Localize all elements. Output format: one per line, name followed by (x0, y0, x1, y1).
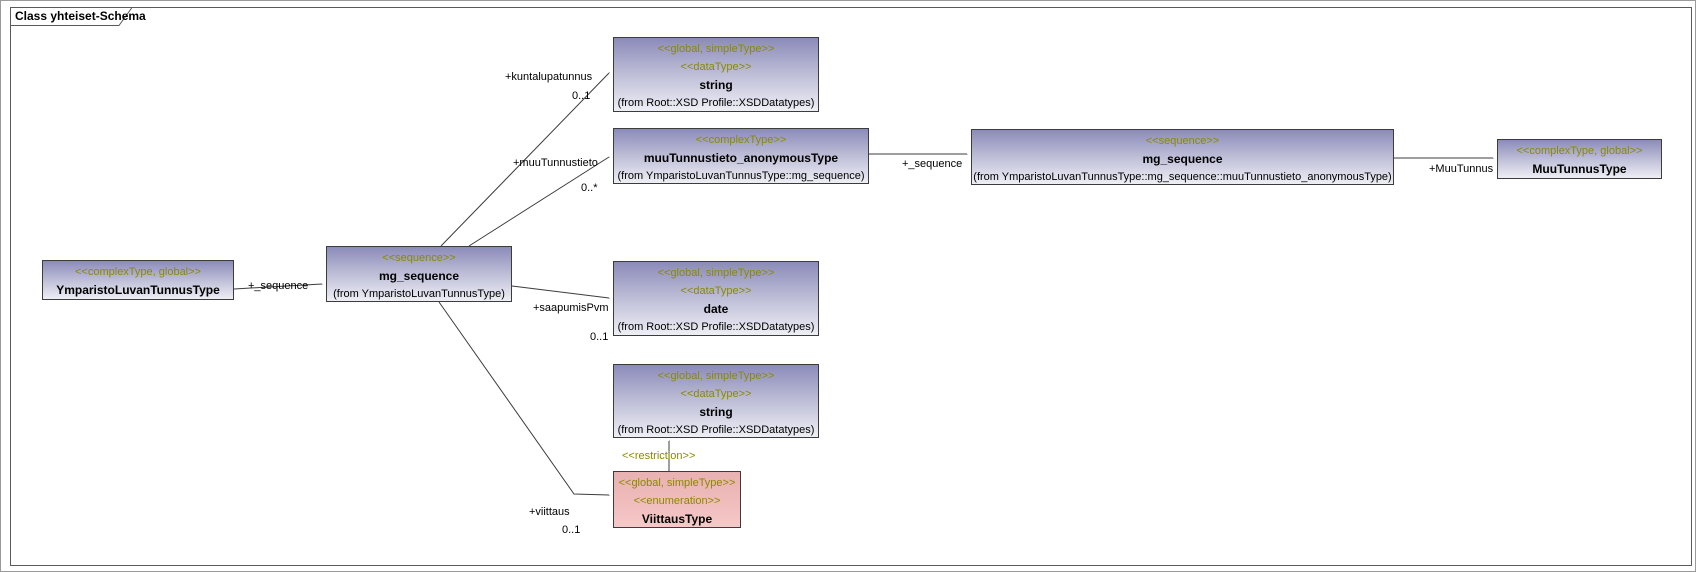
association-ymparisto-to-mgsequence[interactable] (233, 284, 322, 289)
stereotype-label: <<sequence>> (382, 252, 456, 264)
stereotype-label: <<sequence>> (1145, 135, 1220, 147)
from-package-label: (from Root::XSD Profile::XSDDatatypes) (617, 424, 815, 436)
stereotype-label: <<global, simpleType>> (657, 43, 775, 55)
multiplicity-label-muutunnustieto: 0..* (581, 182, 598, 194)
from-package-label: (from Root::XSD Profile::XSDDatatypes) (617, 97, 815, 109)
frame-title: Class yhteiset-Schema (15, 9, 146, 23)
role-label-kuntalupatunnus: +kuntalupatunnus (505, 71, 593, 83)
from-package-label: (from YmparistoLuvanTunnusType::mg_seque… (973, 171, 1392, 183)
role-label-muutunnus: +MuuTunnus (1429, 163, 1494, 175)
role-label-sequence-left: +_sequence (248, 280, 309, 292)
frame-title-tab (10, 7, 133, 26)
from-package-label: (from YmparistoLuvanTunnusType::mg_seque… (617, 170, 865, 182)
class-box-string-top[interactable]: <<global, simpleType>> <<dataType>> stri… (613, 37, 819, 112)
stereotype-label: <<complexType, global>> (75, 266, 201, 278)
class-box-viittaustype[interactable]: <<global, simpleType>> <<enumeration>> V… (613, 471, 741, 528)
association-saapumispvm[interactable] (511, 285, 609, 298)
stereotype-label: <<complexType, global>> (1516, 145, 1643, 157)
from-package-label: (from YmparistoLuvanTunnusType) (333, 288, 505, 300)
class-name-label: ViittausType (641, 512, 713, 526)
class-name-label: date (703, 302, 729, 316)
class-box-mg-sequence-main[interactable]: <<sequence>> mg_sequence (from Ymparisto… (326, 246, 512, 302)
class-name-label: YmparistoLuvanTunnusType (56, 283, 220, 297)
stereotype-label: <<global, simpleType>> (657, 370, 775, 382)
stereotype-label: <<dataType>> (680, 388, 752, 400)
multiplicity-label-saapumispvm: 0..1 (590, 331, 609, 343)
role-label-sequence-right: +_sequence (902, 158, 963, 170)
association-kuntalupatunnus[interactable] (440, 73, 609, 247)
multiplicity-label-kuntalupatunnus: 0..1 (572, 90, 591, 102)
stereotype-label: <<global, simpleType>> (618, 477, 736, 489)
association-viittaus[interactable] (438, 301, 609, 495)
class-name-label: MuuTunnusType (1532, 162, 1627, 176)
class-box-muutunnustieto-anonymoustype[interactable]: <<complexType>> muuTunnustieto_anonymous… (613, 128, 869, 184)
role-label-viittaus: +viittaus (529, 506, 570, 518)
class-name-label: muuTunnustieto_anonymousType (643, 151, 839, 165)
class-box-ymparistoluvantunnustype[interactable]: <<complexType, global>> YmparistoLuvanTu… (42, 260, 234, 300)
association-muutunnustieto[interactable] (468, 157, 609, 247)
stereotype-label-restriction: <<restriction>> (622, 450, 696, 462)
stereotype-label: <<complexType>> (695, 134, 787, 146)
role-label-muutunnustieto: +muuTunnustieto (513, 157, 598, 169)
from-package-label: (from Root::XSD Profile::XSDDatatypes) (617, 321, 815, 333)
multiplicity-label-viittaus: 0..1 (562, 524, 581, 536)
class-box-muutunnustype[interactable]: <<complexType, global>> MuuTunnusType (1497, 139, 1662, 179)
diagram-frame-border (10, 7, 1692, 566)
class-box-string-bottom[interactable]: <<global, simpleType>> <<dataType>> stri… (613, 364, 819, 438)
class-name-label: mg_sequence (378, 269, 460, 283)
class-box-date[interactable]: <<global, simpleType>> <<dataType>> date… (613, 261, 819, 336)
stereotype-label: <<dataType>> (680, 285, 752, 297)
role-label-saapumispvm: +saapumisPvm (533, 302, 609, 314)
stereotype-label: <<global, simpleType>> (657, 267, 775, 279)
stereotype-label: <<enumeration>> (633, 495, 721, 507)
class-name-label: mg_sequence (1142, 152, 1223, 166)
class-name-label: string (699, 78, 733, 92)
class-box-mg-sequence-right[interactable]: <<sequence>> mg_sequence (from Ymparisto… (971, 129, 1394, 185)
stereotype-label: <<dataType>> (680, 61, 752, 73)
class-name-label: string (699, 405, 733, 419)
